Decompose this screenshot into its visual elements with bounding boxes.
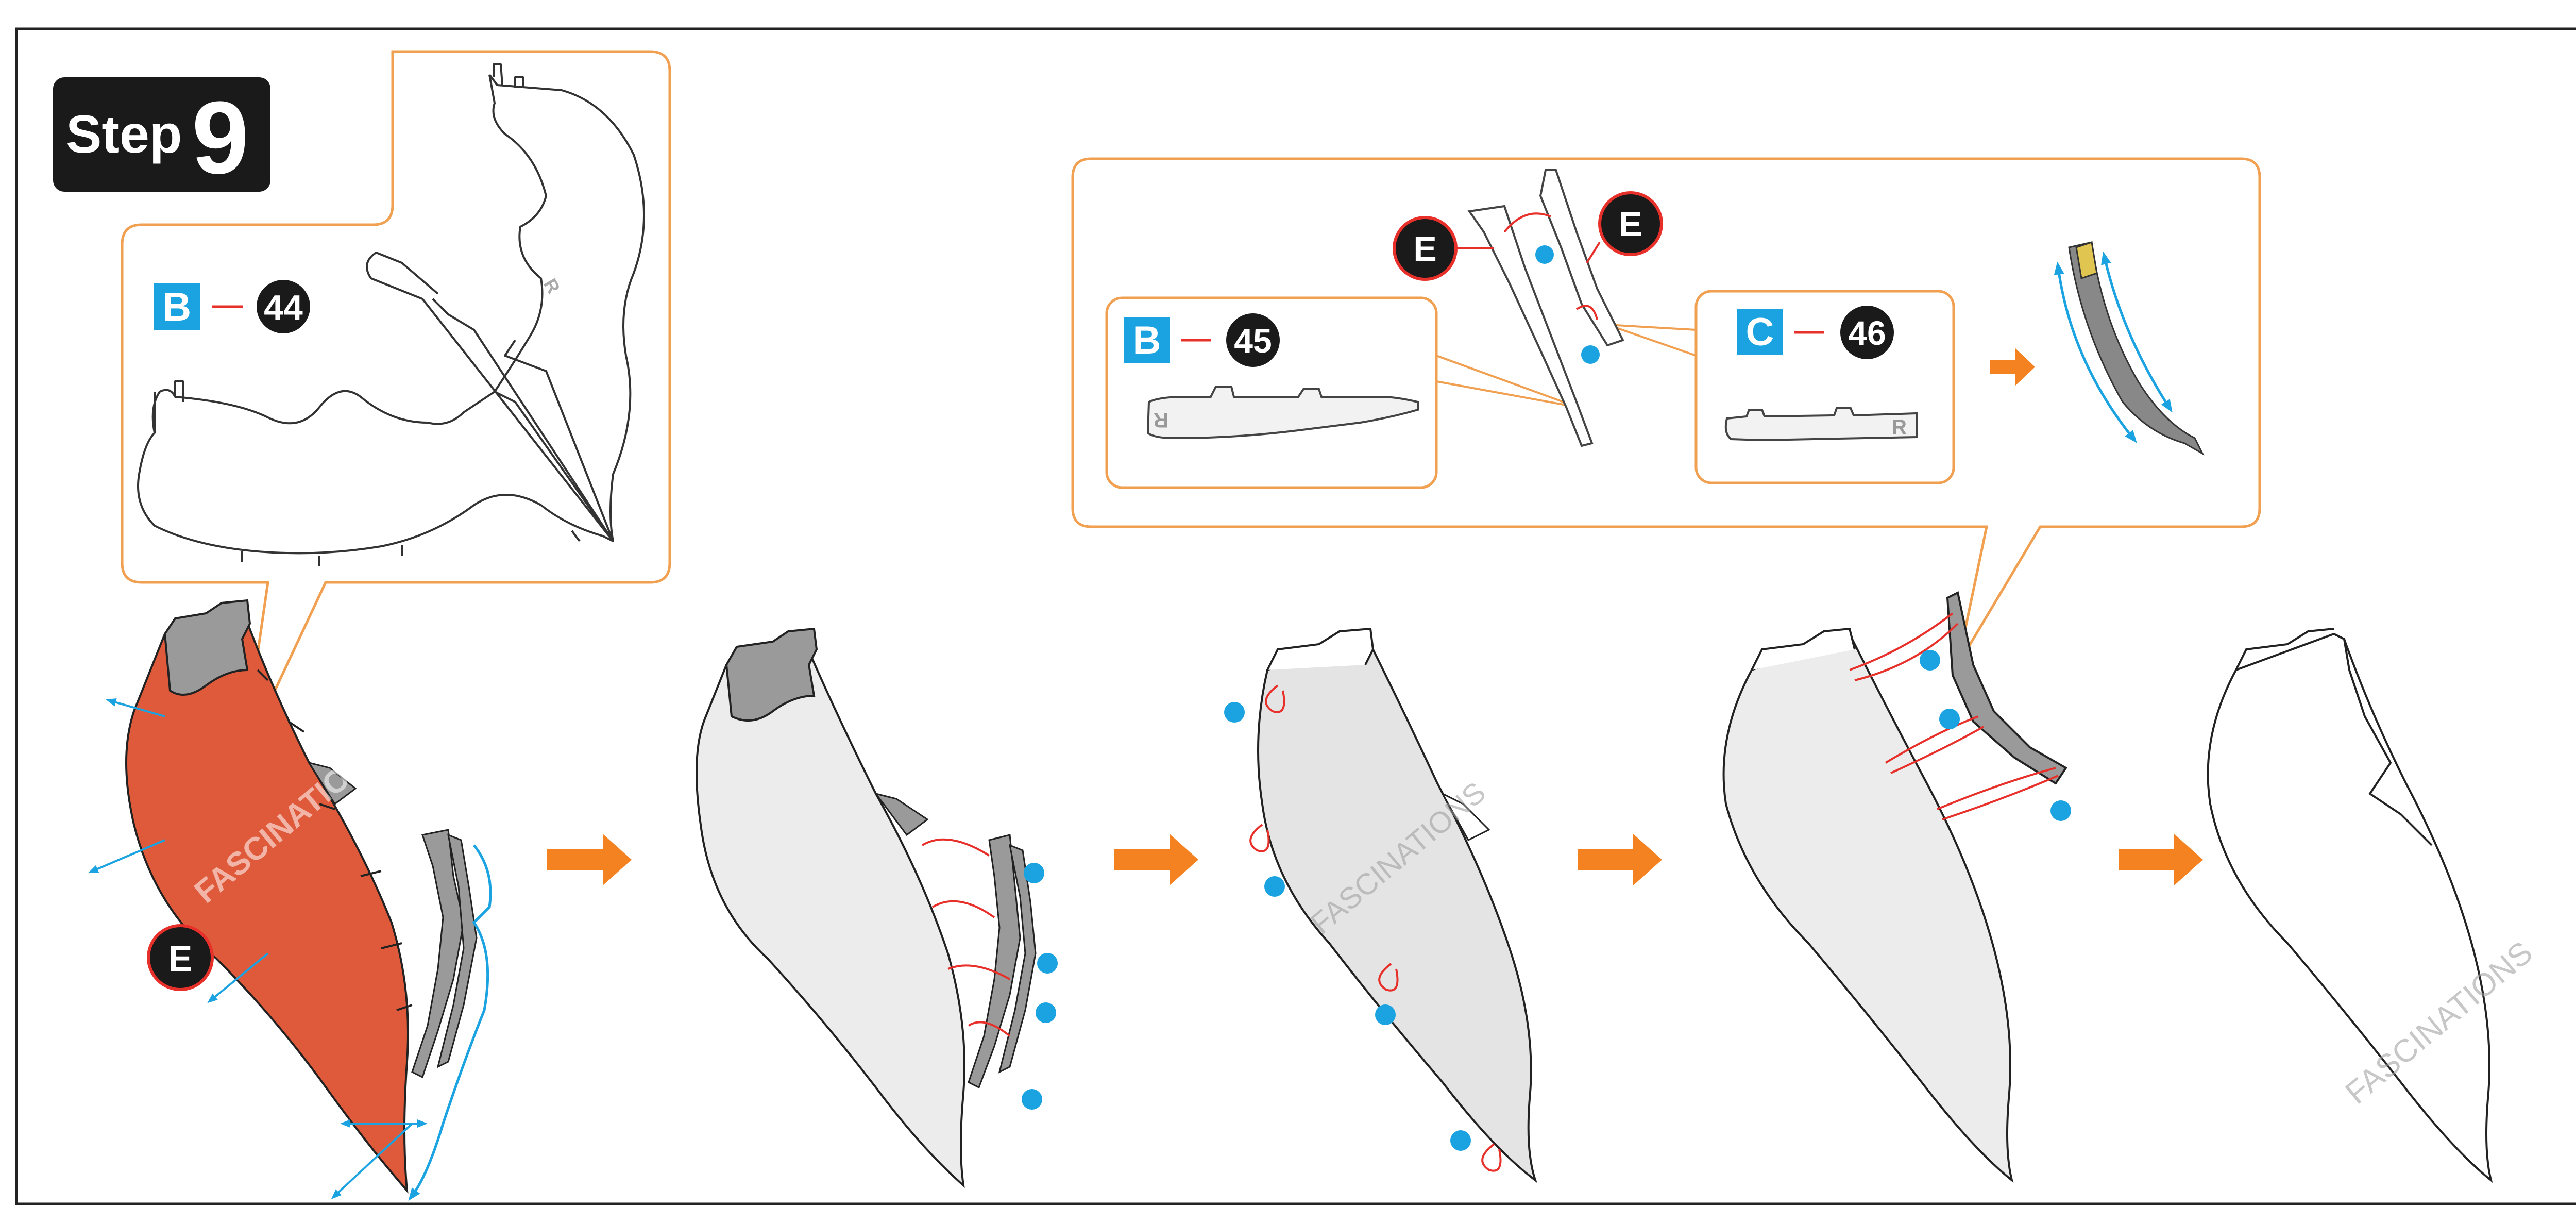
part-number: 46 [1848, 314, 1886, 352]
part-stamp: R [1154, 409, 1168, 431]
part-number-badge [1226, 313, 1280, 367]
sheet-badge-c [1737, 309, 1783, 355]
step-arrow [547, 834, 632, 885]
tab-marker-e: E [1586, 191, 1663, 264]
part-number: 44 [264, 288, 303, 327]
glue-dot [1036, 1002, 1056, 1023]
sheet-letter: B [162, 284, 191, 329]
part-number: 45 [1234, 322, 1272, 360]
assembly-stage-3: FASCINATIONS [1224, 627, 1537, 1183]
glue-dot [1022, 1089, 1042, 1110]
tab-marker-e: E [1393, 216, 1494, 281]
sheet-letter: C [1746, 310, 1774, 354]
sheet-letter: B [1133, 319, 1161, 362]
callout-part-44: B 44 R [121, 50, 671, 761]
sheet-badge-b [154, 283, 200, 330]
callout-parts-45-46: B 45 R C 46 R [1071, 157, 2261, 666]
glue-dot [1375, 1004, 1396, 1025]
sub-callout-b-45: B 45 R [1105, 296, 1578, 489]
sheet-badge-b [1124, 317, 1170, 363]
step-arrow [1114, 834, 1198, 885]
assembled-strip-preview [2054, 241, 2205, 456]
glue-dot [1920, 650, 1940, 671]
svg-text:E: E [168, 939, 193, 979]
svg-text:E: E [1619, 205, 1642, 244]
part-number-badge [257, 280, 310, 333]
side-strips [411, 829, 478, 1079]
glue-dot [1581, 345, 1600, 364]
glue-dot [1535, 245, 1554, 264]
step-arrow [2119, 834, 2203, 885]
tab-marker-e: E [147, 924, 214, 991]
part-number-badge [1840, 306, 1894, 359]
part-id-b-44: B 44 [154, 280, 310, 333]
svg-text:E: E [1413, 229, 1436, 269]
sub-callout-c-46: C 46 R [1607, 290, 1955, 484]
page-frame [15, 27, 2576, 1205]
step-arrow-small [1990, 348, 2035, 386]
glue-dot [1024, 863, 1044, 883]
flat-part-45-outline [1146, 386, 1419, 440]
flat-part-46-outline [1724, 407, 1918, 442]
glue-dot [2050, 800, 2071, 821]
assembly-stage-1: E FASCINATIONS [88, 599, 492, 1201]
glue-dot [1939, 709, 1960, 729]
glue-dot [1224, 702, 1245, 723]
part-stamp: R [1892, 416, 1907, 439]
assembly-stage-4 [1722, 591, 2071, 1183]
flat-part-44-outline [137, 63, 645, 566]
assembly-stage-5: FASCINATIONS [2207, 628, 2539, 1183]
glue-dot [1450, 1130, 1471, 1151]
step-label: Step [66, 105, 182, 164]
step-badge: Step 9 [53, 77, 270, 195]
exploded-strips: E E [1393, 169, 1663, 447]
glue-dot [1264, 876, 1285, 897]
glue-dot [1037, 953, 1058, 974]
assembly-stage-2 [696, 627, 1058, 1188]
step-arrow [1578, 834, 1662, 885]
step-number: 9 [192, 80, 249, 195]
